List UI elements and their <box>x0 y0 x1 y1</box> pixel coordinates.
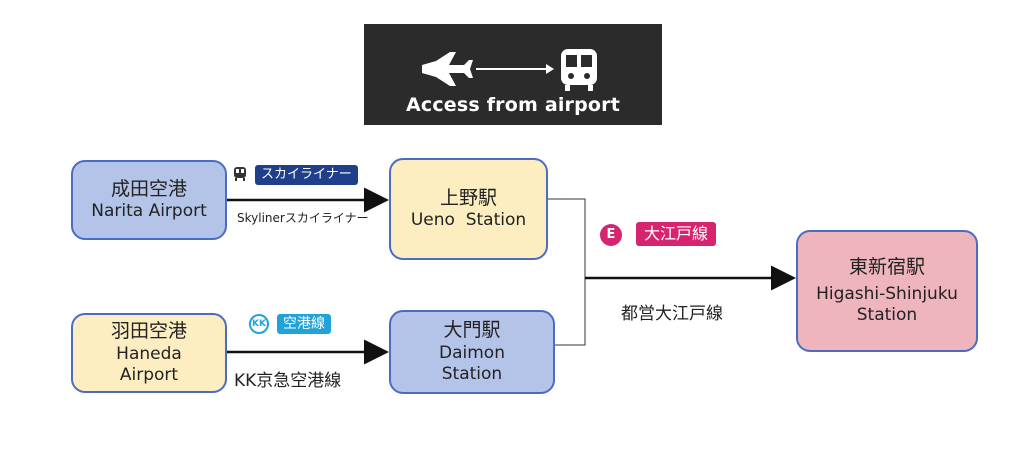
kk-mark-icon: KK <box>249 314 269 334</box>
node-narita-airport: 成田空港 Narita Airport <box>71 160 227 240</box>
daimon-connector <box>555 278 586 346</box>
oedo-mark-icon: E <box>600 224 622 246</box>
haneda-ja-label: 羽田空港 <box>110 319 187 342</box>
oedo-label: 都営大江戸線 <box>621 304 723 324</box>
access-banner: Access from airport <box>364 24 662 125</box>
daimon-en-label-2: Station <box>441 363 503 384</box>
banner-graphic <box>422 49 597 91</box>
narita-ja-label: 成田空港 <box>110 177 187 200</box>
arrow-right-icon <box>476 64 554 74</box>
train-icon <box>233 166 247 185</box>
daimon-en-label-1: Daimon <box>439 342 505 363</box>
ueno-connector <box>548 198 586 278</box>
daimon-ja-label: 大門駅 <box>443 318 501 341</box>
ueno-ja-label: 上野駅 <box>439 186 497 209</box>
node-ueno-station: 上野駅 Ueno Station <box>389 158 548 260</box>
train-icon <box>561 49 597 91</box>
skyliner-badge: スカイライナー <box>255 165 358 185</box>
ueno-en-label: Ueno Station <box>410 210 527 231</box>
keikyu-label: KK京急空港線 <box>234 371 342 391</box>
oedo-badge: 大江戸線 <box>636 222 717 246</box>
higashi-ja-label: 東新宿駅 <box>848 255 925 278</box>
node-daimon-station: 大門駅 Daimon Station <box>389 310 555 394</box>
higashi-en-label-1: Higashi-Shinjuku <box>816 283 958 304</box>
higashi-en-label-2: Station <box>856 304 918 325</box>
skyliner-label: Skylinerスカイライナー <box>237 211 369 225</box>
banner-caption: Access from airport <box>405 94 621 116</box>
node-haneda-airport: 羽田空港 Haneda Airport <box>71 313 227 393</box>
airplane-icon <box>422 52 473 86</box>
haneda-en-label-2: Airport <box>119 364 179 385</box>
narita-en-label: Narita Airport <box>91 201 207 222</box>
keikyu-badge: 空港線 <box>277 314 331 334</box>
node-higashi-shinjuku-station: 東新宿駅 Higashi-Shinjuku Station <box>796 230 978 352</box>
haneda-en-label-1: Haneda <box>116 343 182 364</box>
